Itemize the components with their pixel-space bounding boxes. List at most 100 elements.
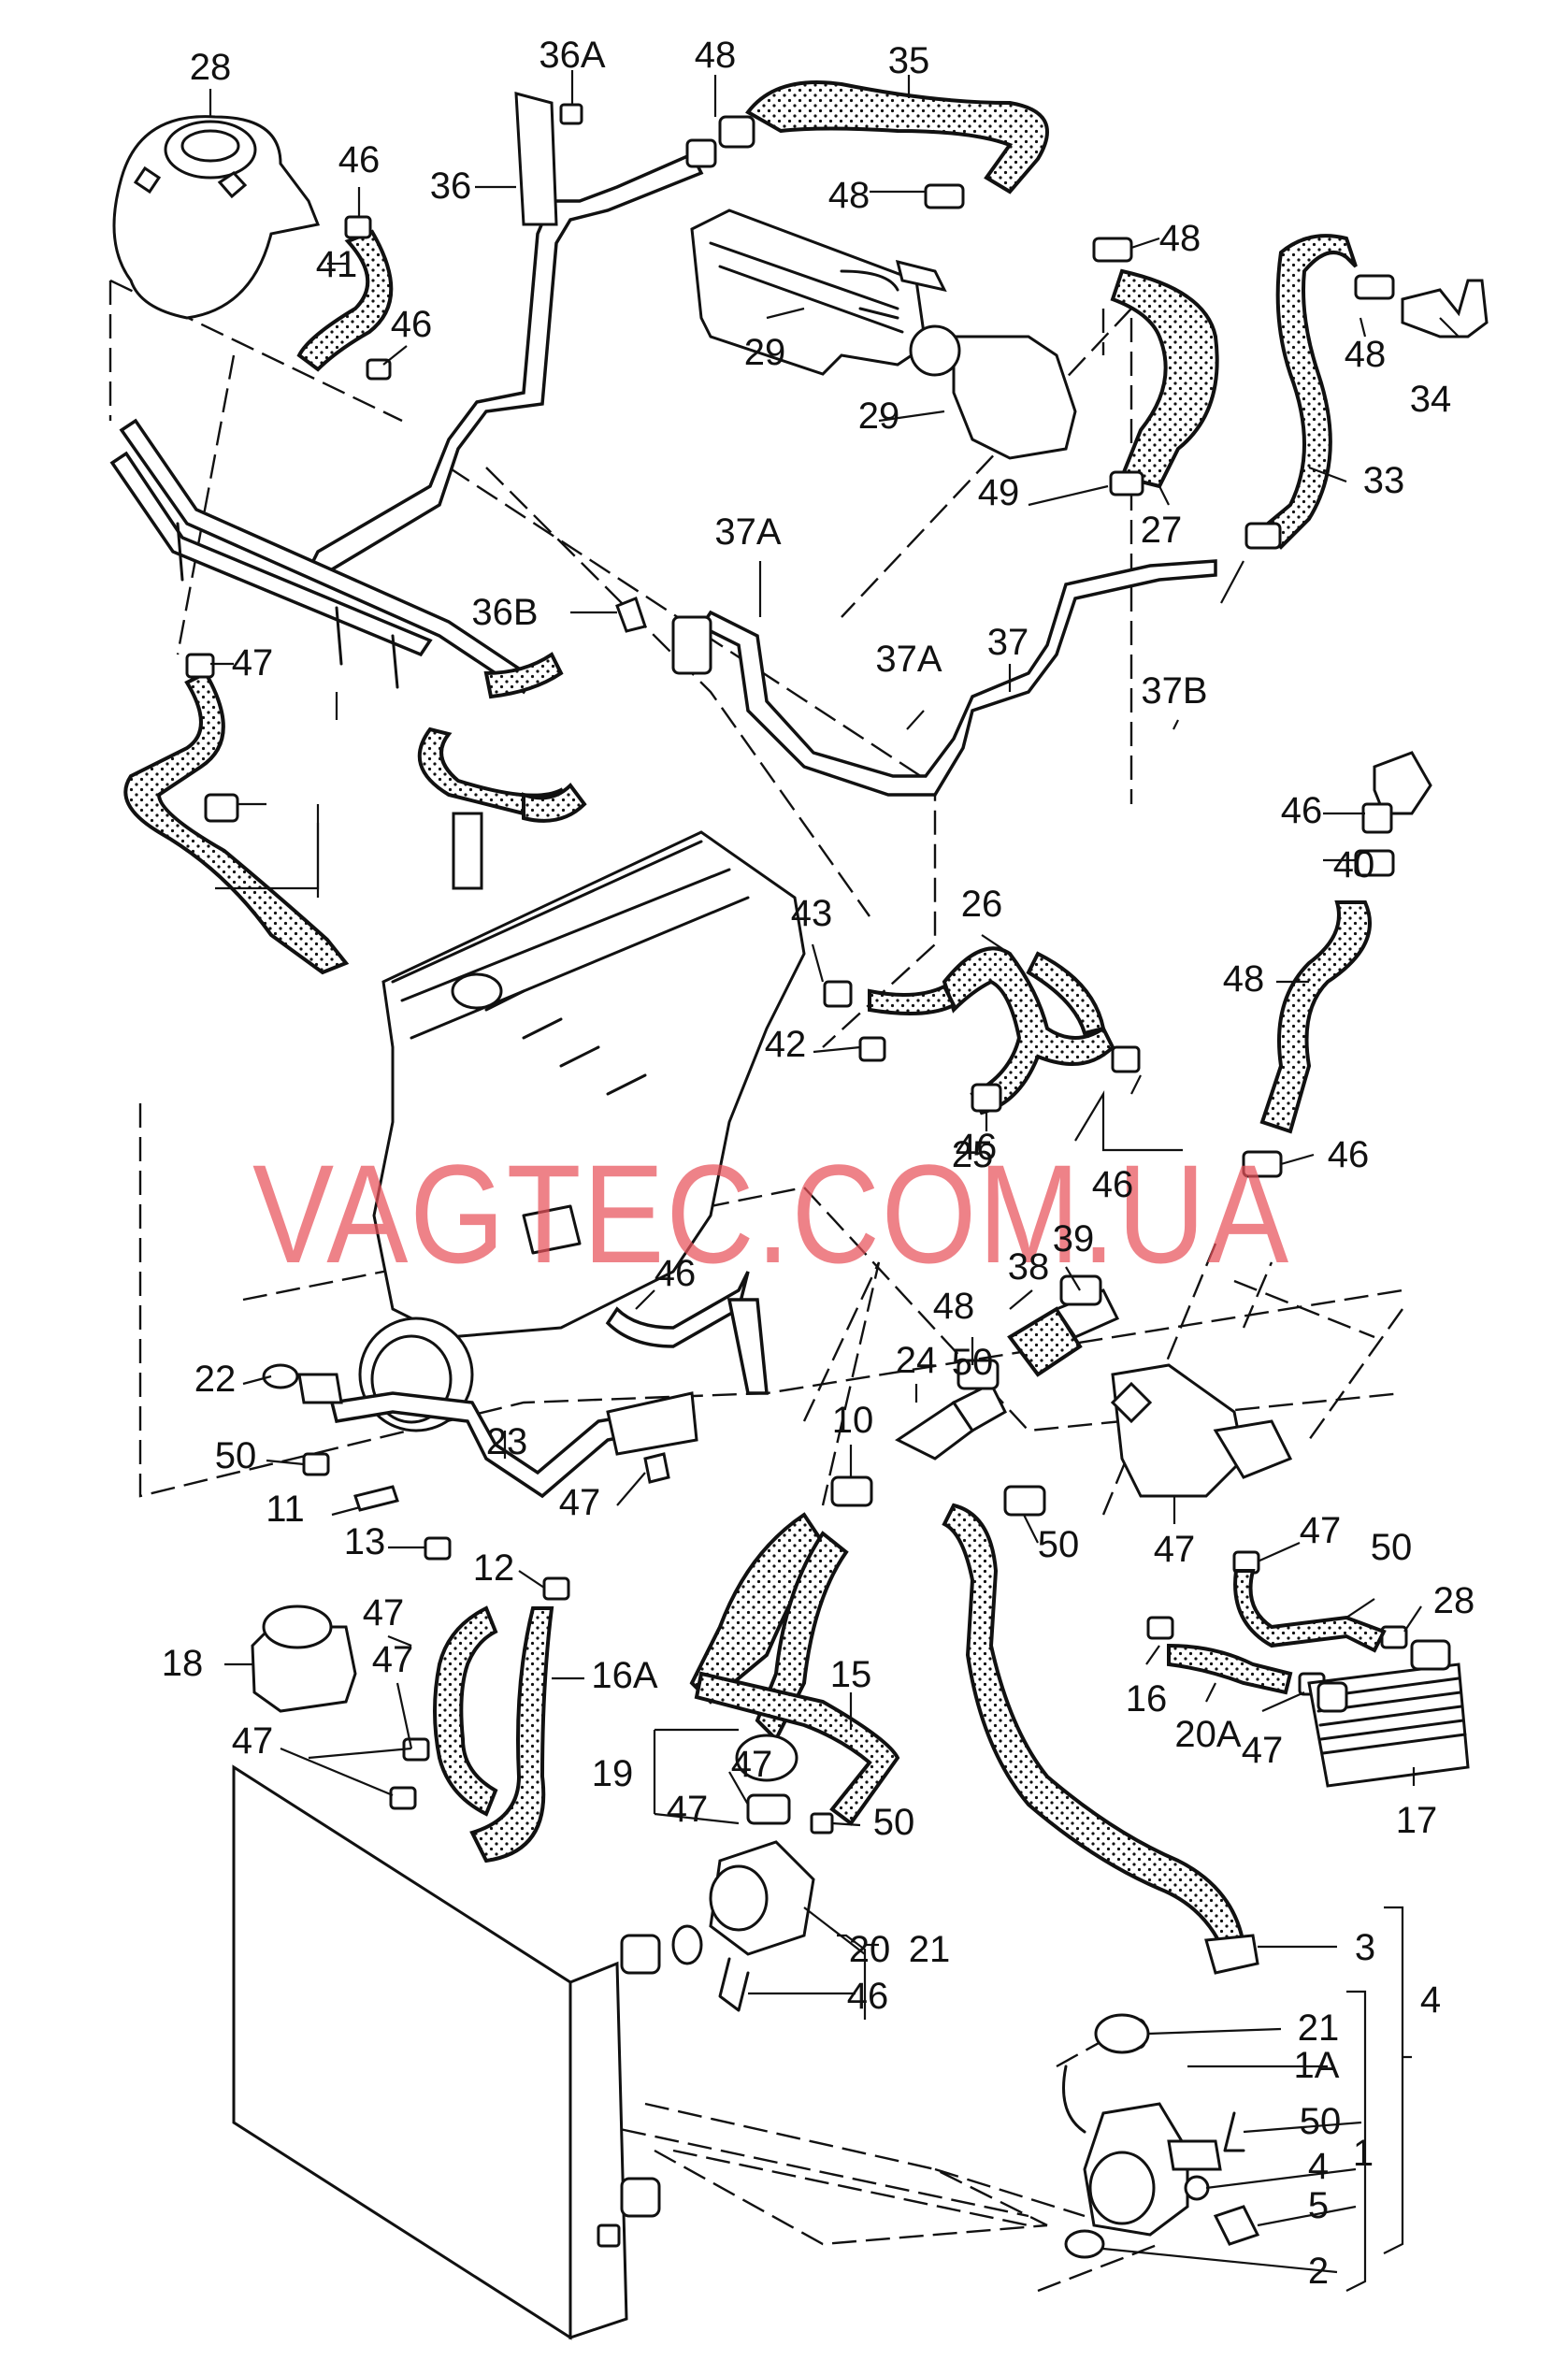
callout-label: 29: [858, 396, 900, 437]
o-ring-11: [262, 1363, 299, 1389]
callout-label: 26: [961, 884, 1003, 925]
callout-label: 46: [1281, 790, 1323, 831]
callout-label: 19: [592, 1753, 634, 1794]
callout-label: 23: [486, 1421, 528, 1462]
clip-4: [718, 1957, 750, 2012]
callout-label: 46: [338, 139, 381, 180]
callout-label: 36: [430, 165, 472, 207]
callout-label: 28: [1433, 1580, 1475, 1621]
callout-label: 47: [1300, 1510, 1342, 1551]
elbow-34: [1401, 279, 1489, 338]
callout-label: 46: [1328, 1134, 1370, 1175]
callout-label: 3: [1355, 1927, 1375, 1968]
hose-25: [1259, 900, 1372, 1134]
hose-42: [123, 670, 350, 975]
callout-label: 34: [1410, 379, 1452, 420]
callout-label: 46: [1092, 1164, 1134, 1205]
callout-label: 42: [765, 1024, 807, 1065]
hose-16: [469, 1606, 554, 1864]
callout-label: 47: [232, 642, 274, 684]
callout-label: 47: [559, 1482, 601, 1523]
callout-label: 47: [1154, 1529, 1196, 1570]
callout-label: 5: [1308, 2185, 1329, 2226]
callout-label: 27: [1141, 510, 1183, 551]
callout-label: 28: [190, 47, 232, 88]
callout-label: 48: [828, 175, 870, 216]
callout-label: 25: [952, 1134, 994, 1175]
callout-label: 49: [978, 472, 1020, 513]
part-drawings: [109, 80, 1489, 2340]
radiator: [232, 1764, 572, 2340]
callout-label: 48: [1345, 334, 1387, 375]
callout-label: 47: [731, 1744, 773, 1785]
sender-12: [643, 1452, 670, 1484]
callout-label: 48: [933, 1286, 975, 1327]
callout-label: 50: [215, 1435, 257, 1476]
assembly-dashed-lines: [108, 279, 1403, 2293]
callout-label: 46: [655, 1253, 697, 1294]
pipe-22: [605, 1271, 750, 1348]
callout-label: 13: [344, 1521, 386, 1562]
callout-label: 18: [162, 1643, 204, 1684]
hose-18: [1233, 1569, 1387, 1653]
callout-label: 37A: [714, 511, 781, 553]
callout-label: 35: [888, 40, 930, 81]
callout-label: 40: [1333, 844, 1375, 885]
callout-label: 21: [1298, 2007, 1340, 2049]
callout-label: 47: [372, 1639, 414, 1680]
callout-label: 50: [1371, 1527, 1413, 1568]
callout-label: 37A: [875, 639, 942, 680]
callout-label: 20A: [1174, 1714, 1241, 1755]
hose-27: [1110, 268, 1219, 489]
bolt-13: [353, 1485, 399, 1512]
callout-label: 17: [1396, 1800, 1438, 1841]
callout-label: 46: [391, 304, 433, 345]
callout-label: 47: [1242, 1730, 1284, 1771]
clip-4-lower: [1062, 2065, 1086, 2134]
callout-label: 37B: [1141, 670, 1207, 712]
leader-lines: [209, 70, 1460, 2292]
callout-label: 16: [1126, 1678, 1168, 1720]
clamp-50-lower: [1094, 2013, 1150, 2054]
egr-valve: [952, 335, 1077, 460]
callout-label: 36A: [539, 35, 605, 76]
callout-label: 48: [1159, 218, 1201, 259]
callout-label: 47: [363, 1592, 405, 1633]
callout-label: 39: [1053, 1218, 1095, 1259]
callout-label: 22: [194, 1359, 237, 1400]
callout-label: 36B: [471, 592, 538, 633]
engine-block: [372, 830, 806, 1339]
callout-label: 29: [744, 332, 786, 373]
callout-label: 48: [1223, 958, 1265, 1000]
clip-5: [1223, 2111, 1245, 2152]
hose-35: [745, 80, 1049, 194]
callout-label: 47: [667, 1789, 709, 1830]
hose-24: [1007, 1306, 1083, 1377]
watermark-text: VAGTEC.COM.UA: [252, 1135, 1290, 1292]
hose-33: [1259, 234, 1358, 550]
callout-label: 38: [1008, 1246, 1050, 1288]
callout-label: 41: [316, 244, 358, 285]
callout-label: 50: [873, 1802, 915, 1843]
callout-label: 10: [832, 1400, 874, 1441]
expansion-tank: [112, 115, 321, 320]
callout-label: 15: [830, 1654, 872, 1695]
sensor-7: [1213, 2205, 1260, 2246]
callout-label: 50: [1300, 2101, 1342, 2142]
callout-label: 50: [952, 1342, 994, 1383]
callout-label: 4: [1308, 2146, 1329, 2187]
callout-label: 43: [791, 893, 833, 934]
callout-label: 21: [909, 1929, 951, 1970]
hose-17: [1167, 1643, 1293, 1695]
callout-label: 33: [1363, 460, 1405, 501]
callout-label: 16A: [591, 1655, 657, 1696]
callout-label: 46: [847, 1976, 889, 2017]
hose-16A: [433, 1605, 498, 1817]
callout-label: 46: [956, 1127, 998, 1168]
callout-label: 50: [1038, 1524, 1080, 1565]
pipe-37: [698, 559, 1217, 797]
elbow-26: [1373, 751, 1432, 815]
callout-label: 2: [1308, 2251, 1329, 2292]
callout-label: 11: [266, 1489, 305, 1530]
